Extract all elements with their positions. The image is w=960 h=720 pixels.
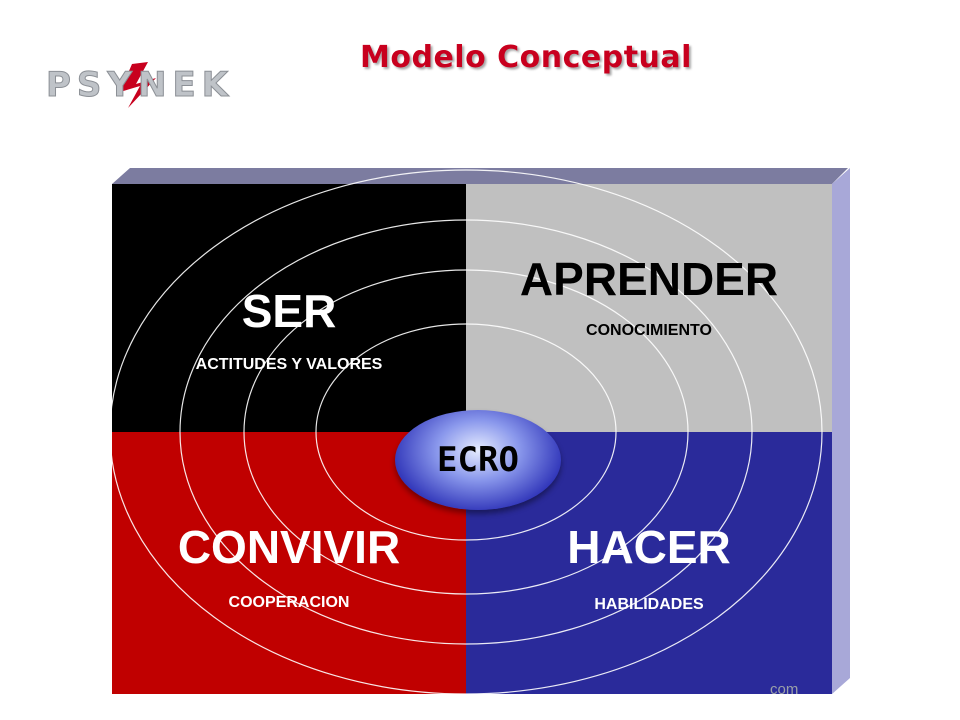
top-bevel [112,168,848,184]
footer-text: com [770,681,799,698]
psynek-logo: PSYNEK [46,62,234,108]
aprender-title: APRENDER [519,253,779,305]
hacer-title: HACER [567,521,731,573]
ecro-ellipse [395,410,561,510]
page-title: Modelo Conceptual [360,40,692,75]
ring-4 [109,169,823,695]
logo-text: PSYNEK [46,65,234,105]
right-bevel [832,168,850,694]
convivir-title: CONVIVIR [177,521,401,573]
ring-2 [243,269,689,595]
hacer-subtitle: HABILIDADES [594,596,704,613]
logo-swoosh-icon [120,62,156,108]
ser-subtitle: ACTITUDES Y VALORES [195,356,383,373]
quadrant-ser [112,184,466,438]
convivir-subtitle: COOPERACION [228,594,350,611]
aprender-subtitle: CONOCIMIENTO [586,322,712,339]
ecro-label: ECRO [437,440,519,480]
ring-1 [315,323,617,541]
ser-title: SER [241,285,337,337]
ring-3 [179,219,753,645]
